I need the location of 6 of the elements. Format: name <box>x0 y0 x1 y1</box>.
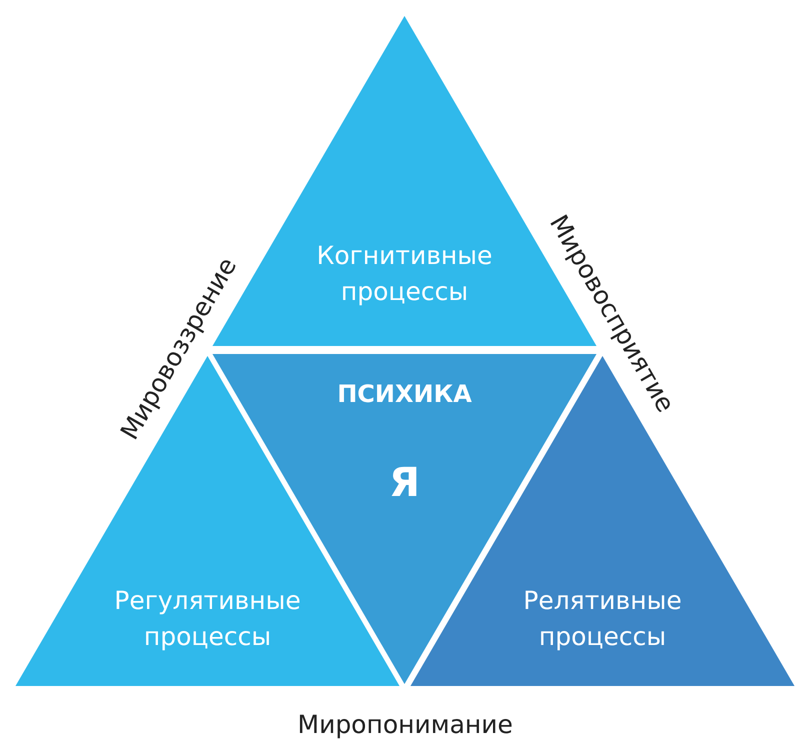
center-letter: Я <box>389 465 420 501</box>
side-label: Миропонимание <box>298 710 513 738</box>
process-label: Релятивные процессы <box>522 585 683 653</box>
center-heading: ПСИХИКА <box>336 379 473 410</box>
process-label: Регулятивные процессы <box>113 585 302 653</box>
process-label: Когнитивные процессы <box>316 240 494 308</box>
